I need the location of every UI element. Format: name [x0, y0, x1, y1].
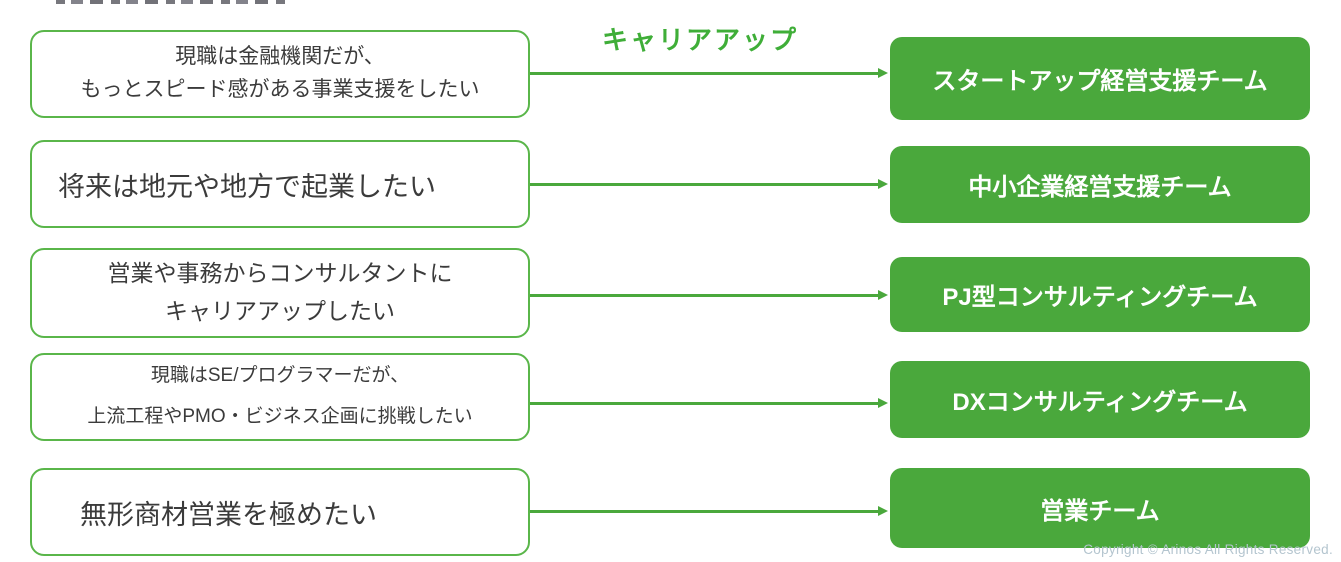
- aspiration-box: 無形商材営業を極めたい: [30, 468, 530, 556]
- team-name: 中小企業経営支援チーム: [968, 174, 1232, 201]
- team-box: 営業チーム: [890, 468, 1310, 548]
- aspiration-text-line1: 営業や事務からコンサルタントに: [107, 260, 453, 287]
- career-up-heading: キャリアアップ: [601, 25, 798, 55]
- copyright-text: Copyright © Arinos All Rights Reserved.: [1083, 542, 1333, 557]
- team-name: 営業チーム: [1040, 497, 1160, 525]
- team-box: スタートアップ経営支援チーム: [890, 37, 1310, 120]
- aspiration-box: 営業や事務からコンサルタントに キャリアアップしたい: [30, 248, 530, 338]
- aspiration-text-line2: もっとスピード感がある事業支援をしたい: [80, 78, 480, 101]
- aspiration-text-line1: 将来は地元や地方で起業したい: [58, 171, 436, 202]
- aspiration-text-line2: キャリアアップしたい: [165, 298, 395, 324]
- aspiration-box: 現職は金融機関だが、 もっとスピード感がある事業支援をしたい: [30, 30, 530, 118]
- team-box: 中小企業経営支援チーム: [890, 146, 1310, 223]
- team-name: スタートアップ経営支援チーム: [932, 68, 1268, 95]
- aspiration-box: 現職はSE/プログラマーだが、 上流工程やPMO・ビジネス企画に挑戦したい: [30, 353, 530, 441]
- clipped-text-fragment: [56, 0, 288, 4]
- right-arrow: [530, 68, 888, 77]
- right-arrow: [530, 179, 888, 188]
- team-box: DXコンサルティングチーム: [890, 361, 1310, 438]
- right-arrow: [530, 290, 888, 299]
- aspiration-text-line1: 現職は金融機関だが、: [175, 45, 385, 69]
- aspiration-text-line2: 上流工程やPMO・ビジネス企画に挑戦したい: [87, 406, 473, 427]
- team-box: PJ型コンサルティングチーム: [890, 257, 1310, 332]
- right-arrow: [530, 506, 888, 515]
- right-arrow: [530, 398, 888, 407]
- aspiration-text-line1: 無形商材営業を極めたい: [80, 499, 377, 530]
- team-name: PJ型コンサルティングチーム: [942, 284, 1258, 311]
- aspiration-text-line1: 現職はSE/プログラマーだが、: [150, 365, 410, 387]
- team-name: DXコンサルティングチーム: [952, 389, 1248, 416]
- aspiration-box: 将来は地元や地方で起業したい: [30, 140, 530, 228]
